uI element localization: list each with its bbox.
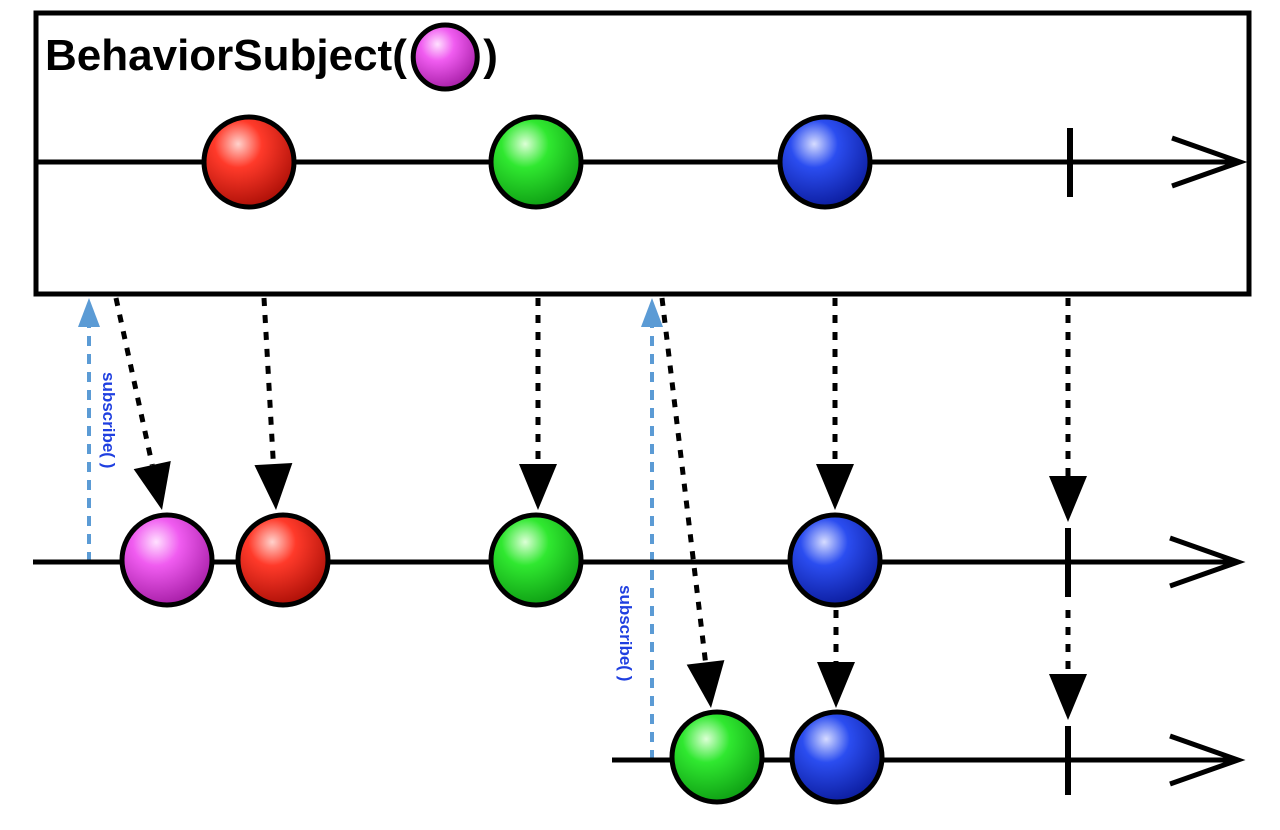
title-prefix: BehaviorSubject( [45, 31, 407, 80]
arrow-green-to-sub2-line [659, 297, 709, 663]
source-marbles [201, 114, 873, 210]
emission-arrows [113, 297, 1087, 720]
arrow-red-to-sub1-head [254, 462, 293, 510]
blue-marble-sub2-2 [789, 709, 885, 805]
green-marble-sub2-1 [669, 709, 765, 805]
subscriber-2-marbles [669, 709, 885, 805]
title-initial-marble [410, 22, 480, 92]
source-timeline-arrowhead [1171, 135, 1248, 189]
subscribe-arrow-2-head [641, 298, 663, 327]
arrow-initial-to-sub1-head [133, 461, 171, 510]
subscriber-1-marbles [119, 512, 883, 608]
subscribe-label-1: subscribe( ) [99, 372, 118, 468]
red-marble-sub1-2 [235, 512, 331, 608]
subscriber-1-timeline-arrowhead [1169, 535, 1246, 589]
arrow-blue-to-sub2-head [817, 662, 855, 708]
magenta-marble-sub1-1 [119, 512, 215, 608]
title-suffix: ) [483, 31, 498, 80]
subscribe-arrow-1-head [78, 298, 100, 327]
arrow-blue-to-sub1-head [816, 464, 854, 510]
subscriber-2-timeline [612, 709, 1246, 805]
arrow-initial-to-sub1-line [113, 297, 155, 466]
arrow-green-to-sub2-head [686, 660, 725, 708]
blue-marble-sub1-4 [787, 512, 883, 608]
subscribe-arrows: subscribe( ) subscribe( ) [78, 298, 663, 760]
green-marble-sub1-3 [488, 512, 584, 608]
subscriber-1-timeline [33, 512, 1246, 608]
magenta-marble-title [410, 22, 480, 92]
blue-marble-source-3 [777, 114, 873, 210]
diagram-title: BehaviorSubject( [45, 31, 407, 80]
red-marble-source-1 [201, 114, 297, 210]
arrow-complete-to-sub2-head [1049, 674, 1087, 720]
subscribe-label-2: subscribe( ) [616, 585, 635, 681]
subscriber-2-timeline-arrowhead [1169, 733, 1246, 787]
green-marble-source-2 [488, 114, 584, 210]
source-timeline [36, 114, 1248, 210]
arrow-red-to-sub1-line [261, 297, 276, 465]
arrow-complete-to-sub1-head [1049, 476, 1087, 522]
arrow-green-to-sub1-head [519, 464, 557, 510]
